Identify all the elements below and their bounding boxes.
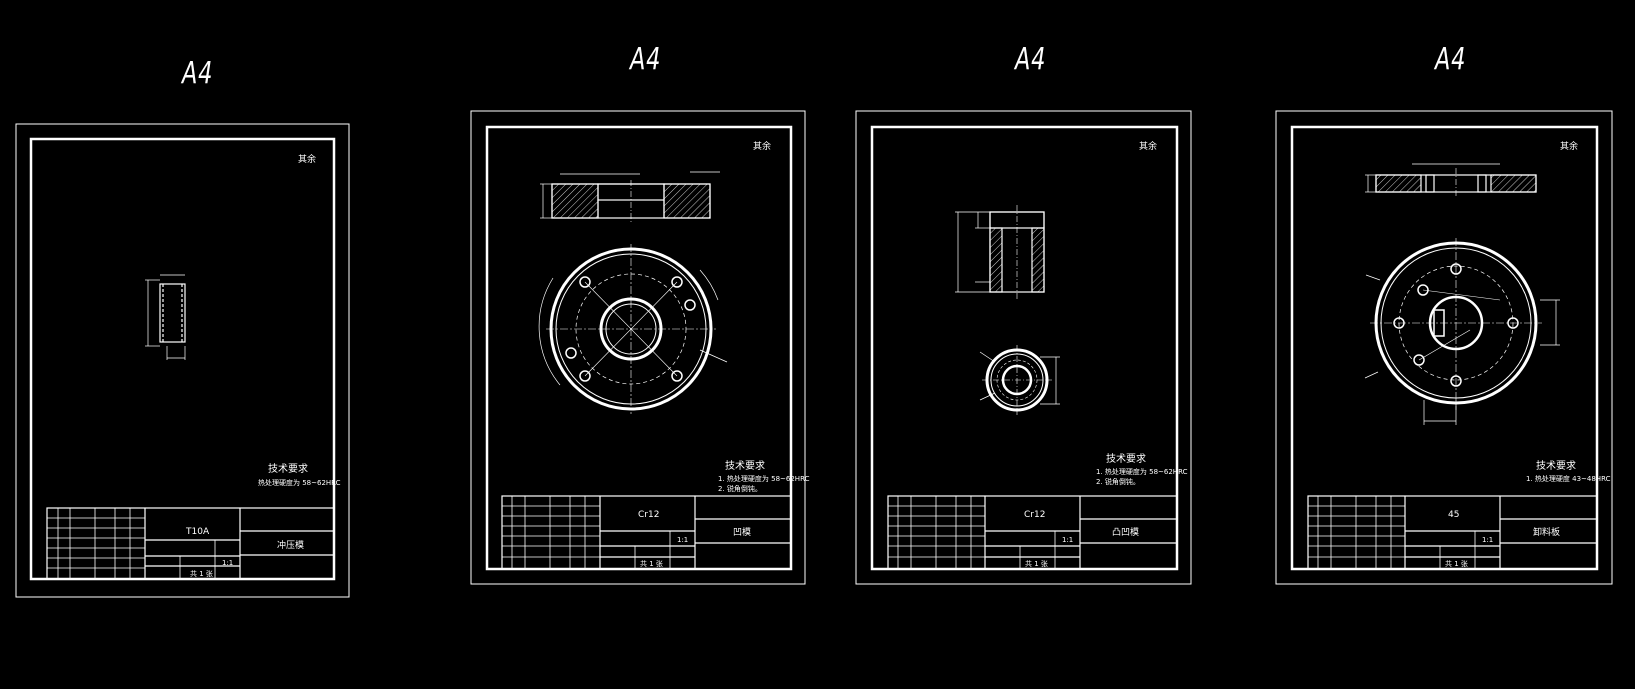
- sheet-1-sheet-count: 共 1 张: [190, 569, 213, 578]
- sheet-2-inner-frame: [485, 125, 793, 571]
- sheet-2-material: Cr12: [638, 510, 659, 520]
- sheet-1-size-label: A4: [182, 56, 214, 91]
- sheet-3-material: Cr12: [1024, 510, 1045, 520]
- sheet-3[interactable]: [855, 110, 1192, 585]
- sheet-2-tech-title: 技术要求: [725, 459, 765, 472]
- sheet-1[interactable]: [15, 123, 350, 598]
- sheet-1-part-view: [145, 274, 186, 360]
- sheet-2-tech-note-1: 1. 热处理硬度为 58~62HRC: [718, 474, 810, 483]
- sheet-2-sheet-count: 共 1 张: [640, 559, 663, 568]
- sheet-2-section-view: [540, 171, 720, 222]
- sheet-4-scale: 1:1: [1482, 536, 1493, 544]
- sheet-3-tech-note-2: 2. 锐角倒钝。: [1096, 477, 1140, 486]
- sheet-4[interactable]: [1275, 110, 1613, 585]
- sheet-4-sheet-count: 共 1 张: [1445, 559, 1468, 568]
- sheet-3-scale: 1:1: [1062, 536, 1073, 544]
- sheet-3-outer-border: [855, 110, 1192, 585]
- sheet-1-tech-note-1: 热处理硬度为 58~62HRC: [258, 478, 341, 487]
- sheet-2-outer-border: [470, 110, 806, 585]
- sheet-3-tech-note-1: 1. 热处理硬度为 58~62HRC: [1096, 467, 1188, 476]
- sheet-2-plan-view: [538, 244, 728, 414]
- sheet-1-tech-title: 技术要求: [268, 462, 308, 475]
- sheet-4-inner-frame: [1290, 125, 1599, 571]
- sheet-2-tech-note-2: 2. 锐角倒钝。: [718, 484, 762, 493]
- sheet-3-title-block: [887, 495, 1178, 570]
- sheet-3-sheet-count: 共 1 张: [1025, 559, 1048, 568]
- sheet-4-corner-mark: 其余: [1560, 140, 1578, 152]
- sheet-2[interactable]: [470, 110, 806, 585]
- sheet-1-outer-border: [15, 123, 350, 598]
- sheet-4-tech-note-1: 1. 热处理硬度 43~48HRC: [1526, 474, 1611, 483]
- sheet-1-part-name: 冲压模: [277, 539, 304, 551]
- sheet-2-title-block: [501, 495, 792, 570]
- sheet-4-size-label: A4: [1435, 42, 1467, 77]
- sheet-3-inner-frame: [870, 125, 1179, 571]
- sheet-1-scale: 1:1: [222, 559, 233, 567]
- sheet-2-part-name: 凹模: [733, 527, 751, 538]
- sheet-4-title-block: [1307, 495, 1598, 570]
- sheet-3-part-name: 凸凹模: [1112, 527, 1139, 538]
- sheet-3-plan-view: [979, 345, 1060, 415]
- sheet-3-section-view: [955, 205, 1045, 300]
- sheet-2-size-label: A4: [630, 42, 662, 77]
- sheet-1-material: T10A: [185, 527, 210, 537]
- sheet-2-scale: 1:1: [677, 536, 688, 544]
- sheet-3-corner-mark: 其余: [1139, 140, 1157, 152]
- sheet-4-part-name: 卸料板: [1533, 526, 1560, 538]
- sheet-4-section-view: [1365, 163, 1537, 198]
- sheet-3-tech-title: 技术要求: [1106, 452, 1146, 465]
- sheet-4-plan-view: [1364, 238, 1560, 425]
- sheet-1-corner-mark: 其余: [298, 153, 316, 165]
- sheet-1-title-block: [46, 507, 335, 580]
- sheet-4-tech-title: 技术要求: [1536, 459, 1576, 472]
- sheet-1-inner-frame: [29, 137, 336, 581]
- sheet-2-corner-mark: 其余: [753, 140, 771, 152]
- sheet-4-material: 45: [1448, 510, 1459, 520]
- sheet-4-outer-border: [1275, 110, 1613, 585]
- sheet-3-size-label: A4: [1015, 42, 1047, 77]
